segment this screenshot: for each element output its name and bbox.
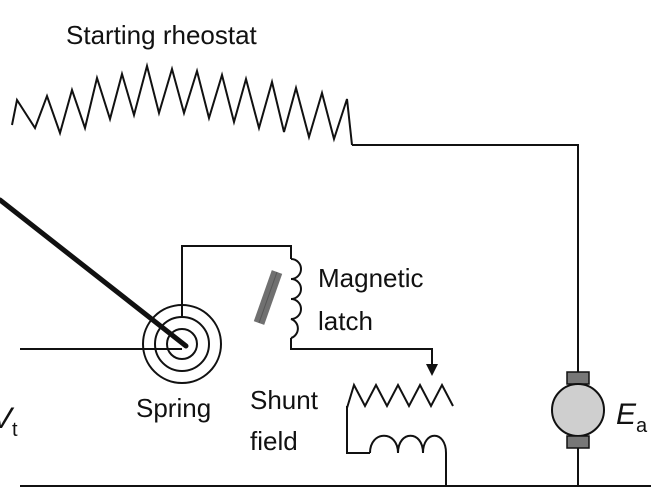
shunt-field-winding — [369, 434, 447, 486]
magnetic-label: Magnetic — [318, 263, 424, 293]
terminal-voltage-label: Vt — [0, 402, 18, 441]
field-rheostat-to-winding-wire — [346, 406, 370, 454]
field-label: field — [250, 426, 298, 456]
armature-emf-subscript: a — [636, 415, 648, 437]
wiper-arrow-icon — [426, 364, 438, 376]
rheostat-to-armature-wire — [352, 144, 579, 372]
magnetic-latch-bar-outline — [258, 271, 278, 324]
shunt-label: Shunt — [250, 385, 319, 415]
latch-label: latch — [318, 306, 373, 336]
starting-rheostat-resistor — [11, 62, 353, 146]
armature-top-brush — [566, 371, 590, 385]
field-rheostat-resistor — [346, 382, 454, 409]
latch-to-wiper-wire — [290, 338, 433, 366]
spring-label: Spring — [136, 393, 211, 423]
starter-handle-arm — [0, 197, 189, 349]
armature-bottom-brush — [566, 435, 590, 449]
starting-rheostat-label: Starting rheostat — [66, 20, 258, 50]
latch-coil-loop-wire — [181, 245, 292, 316]
armature-body — [551, 383, 605, 437]
armature-icon — [551, 371, 605, 449]
magnetic-latch-coil — [290, 258, 302, 339]
terminal-voltage-subscript: t — [12, 419, 18, 441]
armature-emf-label: Ea — [616, 398, 648, 437]
